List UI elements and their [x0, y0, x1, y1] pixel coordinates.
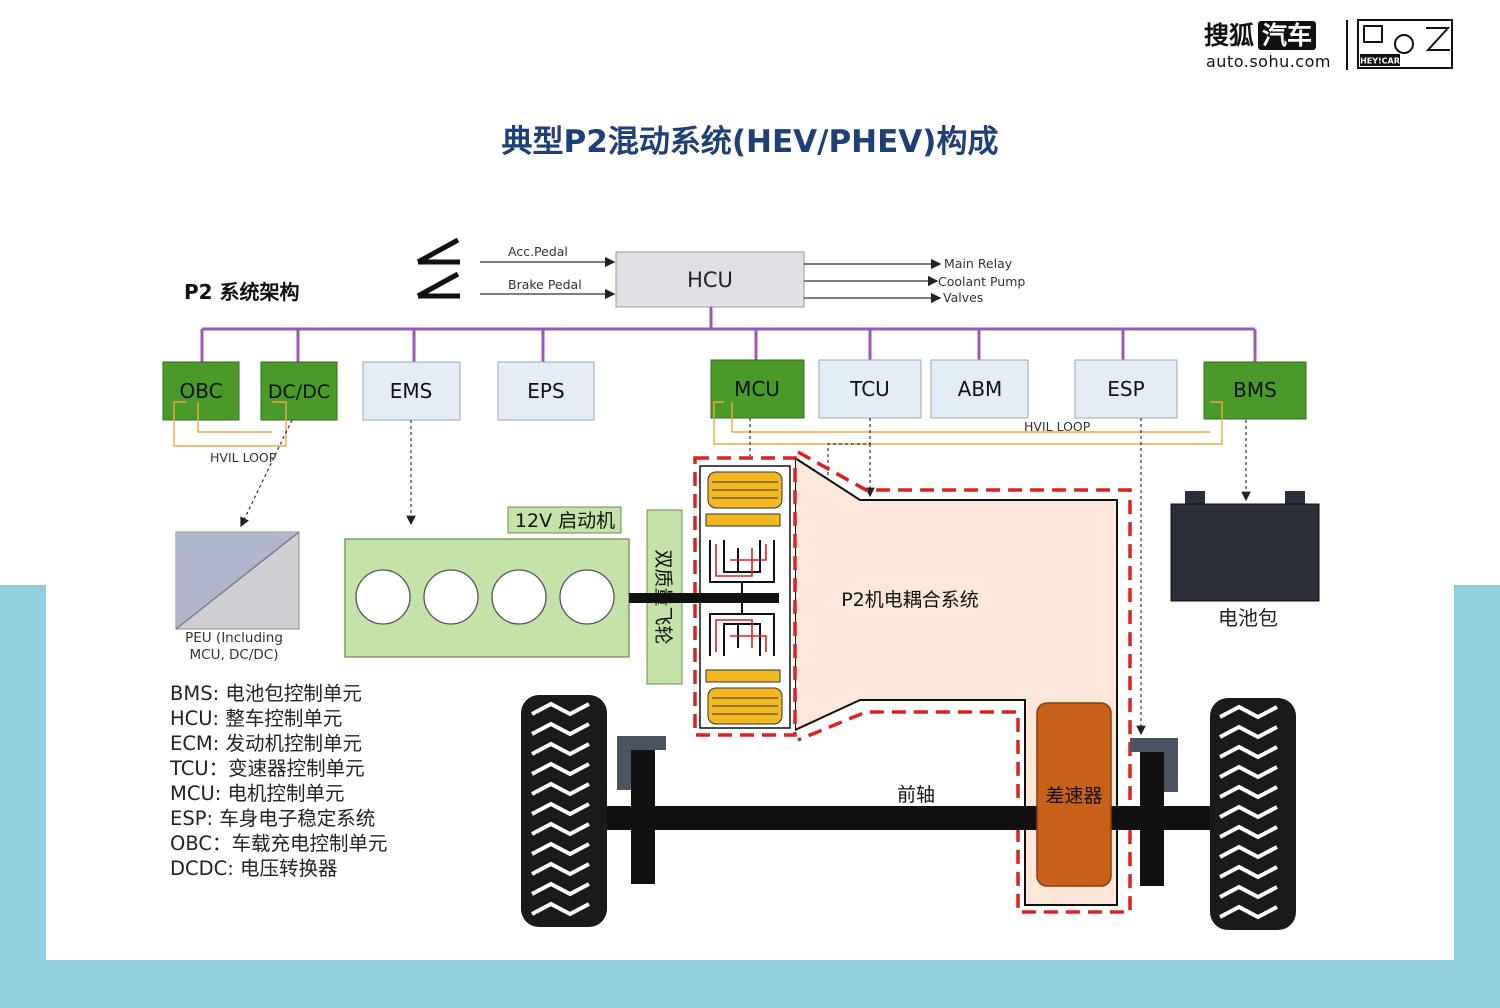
esp-box — [1074, 359, 1178, 419]
legend-item: DCDC: 电压转换器 — [170, 857, 338, 880]
hvil-loop-right — [713, 401, 1223, 445]
legend-item: ESP: 车身电子稳定系统 — [170, 807, 376, 830]
bms-label: BMS — [1233, 378, 1277, 402]
battery-label: 电池包 — [1218, 606, 1278, 630]
abbreviation-legend: BMS: 电池包控制单元 HCU: 整车控制单元 ECM: 发动机控制单元 TC… — [170, 681, 388, 881]
hcu-input-brake: Brake Pedal — [508, 277, 582, 292]
legend-item: TCU：变速器控制单元 — [170, 757, 365, 780]
motor-stator-top — [705, 471, 783, 527]
legend-item: ECM: 发动机控制单元 — [170, 732, 363, 755]
logo-brand-b: 汽车 — [1258, 21, 1317, 50]
mcu-label: MCU — [734, 377, 780, 401]
right-knuckle — [1130, 738, 1178, 886]
legend-item: MCU: 电机控制单元 — [170, 782, 345, 805]
hcu-output-pump: Coolant Pump — [938, 274, 1025, 289]
can-bus — [200, 307, 1257, 362]
differential-box — [1036, 702, 1112, 887]
abm-box — [930, 359, 1029, 419]
hvil-loop-left — [173, 401, 287, 447]
tcu-box — [818, 359, 922, 419]
obc-box — [162, 361, 240, 421]
hvil-left-label: HVIL LOOP — [210, 450, 277, 465]
legend-item: OBC：车载充电控制单元 — [170, 832, 388, 855]
ems-label: EMS — [390, 379, 433, 403]
coupling-dashed-outline — [797, 450, 1132, 914]
esp-label: ESP — [1107, 377, 1144, 401]
crank-shaft — [629, 593, 779, 603]
left-wheel — [521, 695, 607, 927]
right-wheel — [1210, 698, 1296, 930]
dcdc-label: DC/DC — [268, 381, 330, 403]
peu-label-2: MCU, DC/DC) — [190, 647, 279, 663]
mcu-box — [710, 359, 805, 419]
brake-pedal-icon — [416, 271, 460, 299]
abm-label: ABM — [958, 377, 1003, 401]
differential-label: 差速器 — [1045, 785, 1102, 807]
acc-pedal-icon — [416, 237, 460, 265]
section-label: P2 系统架构 — [184, 280, 300, 304]
eps-box — [497, 361, 595, 421]
left-knuckle — [617, 736, 666, 884]
ems-box — [362, 361, 461, 421]
hcu-output-valves: Valves — [943, 290, 983, 305]
obc-label: OBC — [179, 379, 222, 403]
dcdc-to-peu-line — [240, 419, 293, 528]
hvil-right-label: HVIL LOOP — [1024, 419, 1091, 434]
tcu-label: TCU — [849, 377, 890, 401]
hcu-box — [615, 251, 805, 308]
logo-domain: auto.sohu.com — [1206, 52, 1331, 71]
logo-mark-text: HEY!CAR — [1360, 57, 1400, 66]
starter-box — [507, 506, 622, 534]
starter-label: 12V 启动机 — [515, 510, 615, 532]
coupling-label: P2机电耦合系统 — [841, 589, 979, 611]
bms-box — [1203, 361, 1307, 420]
front-axle — [600, 806, 1220, 830]
peu-icon — [175, 531, 300, 630]
dcdc-box — [260, 361, 338, 421]
hcu-output-relay: Main Relay — [944, 256, 1013, 271]
peu-label-1: PEU (Including — [185, 630, 283, 646]
clutch-red-outline — [715, 544, 767, 652]
logo-separator — [1346, 20, 1348, 70]
axle-label: 前轴 — [897, 784, 935, 806]
legend-item: HCU: 整车控制单元 — [170, 707, 343, 730]
hcu-label: HCU — [687, 268, 733, 292]
logo-brand-a: 搜狐 — [1204, 21, 1255, 50]
sohu-auto-logo: 搜狐汽车 auto.sohu.com HEY!CAR — [1200, 14, 1460, 78]
clutch-icon — [709, 540, 775, 656]
legend-item: BMS: 电池包控制单元 — [170, 682, 362, 705]
battery-icon — [1170, 491, 1320, 602]
eps-label: EPS — [527, 379, 564, 403]
page-title: 典型P2混动系统(HEV/PHEV)构成 — [501, 124, 999, 160]
heycar-logo-icon: HEY!CAR — [1357, 19, 1453, 69]
engine-cylinders — [355, 569, 615, 625]
motor-stator-bottom — [705, 669, 783, 725]
logo-brand: 搜狐汽车 — [1204, 16, 1317, 52]
hcu-input-acc: Acc.Pedal — [508, 244, 568, 259]
